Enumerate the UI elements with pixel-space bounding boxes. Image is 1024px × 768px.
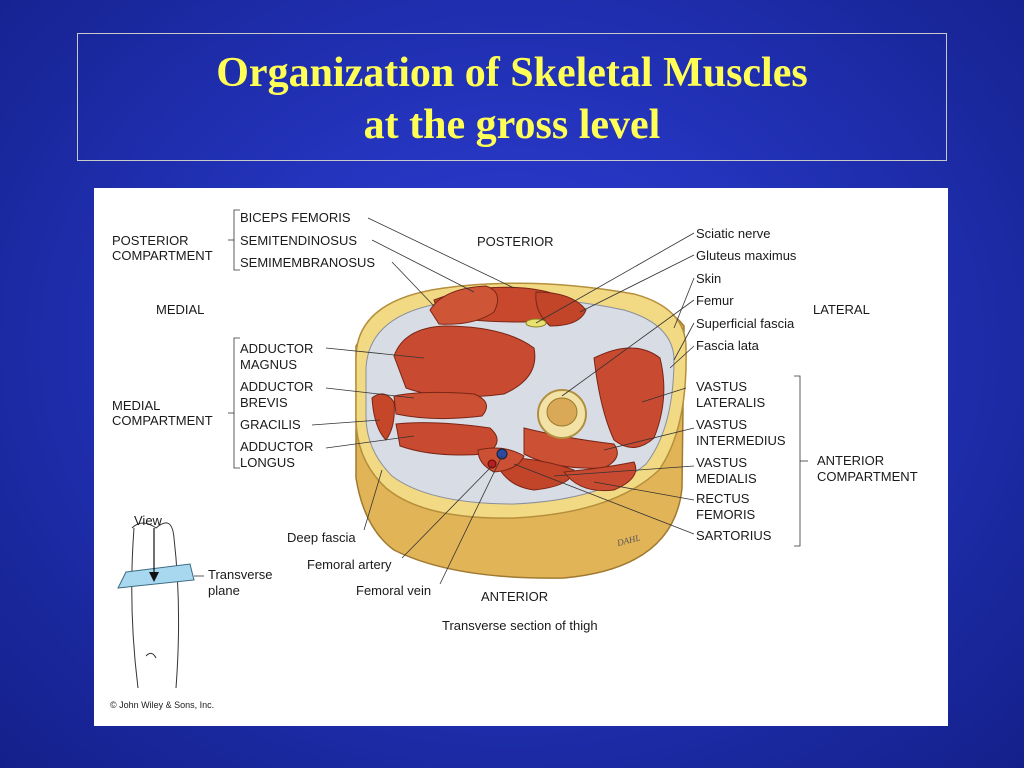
adductor-magnus-label-2: MAGNUS	[240, 357, 297, 372]
gluteus-maximus-label: Gluteus maximus	[696, 248, 797, 263]
sciatic-nerve-label: Sciatic nerve	[696, 226, 770, 241]
right-side-labels: Sciatic nerve Gluteus maximus Skin Femur…	[696, 226, 797, 353]
vastus-medialis-label-2: MEDIALIS	[696, 471, 757, 486]
vastus-lateralis-label-1: VASTUS	[696, 379, 747, 394]
posterior-compartment-label-2: COMPARTMENT	[112, 248, 213, 263]
anterior-compartment-label-1: ANTERIOR	[817, 453, 884, 468]
view-label: View	[134, 513, 163, 528]
femur-label: Femur	[696, 293, 734, 308]
medial-compartment-label-2: COMPARTMENT	[112, 413, 213, 428]
superficial-fascia-label: Superficial fascia	[696, 316, 795, 331]
inset-labels: View Transverse plane	[134, 513, 273, 598]
anterior-compartment-label-2: COMPARTMENT	[817, 469, 918, 484]
femoral-artery-shape	[487, 459, 497, 469]
femur-marrow	[546, 397, 578, 427]
anterior-orientation-label: ANTERIOR	[481, 589, 548, 604]
medial-compartment-labels: MEDIAL COMPARTMENT ADDUCTOR MAGNUS ADDUC…	[112, 341, 313, 470]
vastus-lateralis-label-2: LATERALIS	[696, 395, 765, 410]
adductor-brevis-label-2: BREVIS	[240, 395, 288, 410]
gracilis-label: GRACILIS	[240, 417, 301, 432]
transverse-plane-label-2: plane	[208, 583, 240, 598]
anterior-compartment-labels: VASTUS LATERALIS VASTUS INTERMEDIUS VAST…	[696, 379, 918, 543]
semimembranosus-label: SEMIMEMBRANOSUS	[240, 255, 375, 270]
copyright-notice: © John Wiley & Sons, Inc.	[110, 700, 214, 710]
vastus-intermedius-label-1: VASTUS	[696, 417, 747, 432]
cross-section-artwork: DAHL	[355, 282, 687, 579]
lateral-orientation-label: LATERAL	[813, 302, 870, 317]
biceps-femoris-label: BICEPS FEMORIS	[240, 210, 351, 225]
adductor-longus-muscle	[395, 422, 498, 456]
gracilis-muscle	[371, 393, 395, 441]
vastus-intermedius-label-2: INTERMEDIUS	[696, 433, 786, 448]
semitendinosus-label: SEMITENDINOSUS	[240, 233, 357, 248]
adductor-longus-label-2: LONGUS	[240, 455, 295, 470]
title-box: Organization of Skeletal Muscles at the …	[77, 33, 947, 161]
medial-orientation-label: MEDIAL	[156, 302, 204, 317]
leg-outline	[131, 522, 180, 689]
title-line-1: Organization of Skeletal Muscles	[216, 50, 808, 96]
adductor-brevis-label-1: ADDUCTOR	[240, 379, 313, 394]
vastus-medialis-label-1: VASTUS	[696, 455, 747, 470]
femoral-vein-shape	[496, 448, 508, 460]
deep-fascia-label: Deep fascia	[287, 530, 356, 545]
thigh-cross-section-figure: DAHL	[94, 188, 948, 726]
view-arrowhead-icon	[149, 572, 159, 582]
rectus-femoris-muscle	[563, 461, 637, 492]
adductor-brevis-muscle	[393, 391, 487, 420]
fascia-lata-label: Fascia lata	[696, 338, 760, 353]
knee-mark	[145, 652, 157, 659]
femoral-vein-label: Femoral vein	[356, 583, 431, 598]
adductor-longus-label-1: ADDUCTOR	[240, 439, 313, 454]
title-line-2: at the gross level	[363, 102, 661, 148]
thigh-cross-section-diagram: DAHL	[110, 209, 918, 710]
inset-leg-sketch	[117, 522, 204, 689]
bottom-labels: Deep fascia Femoral artery Femoral vein	[287, 530, 431, 598]
semitendinosus-muscle	[429, 285, 499, 325]
rectus-femoris-label-1: RECTUS	[696, 491, 750, 506]
rectus-femoris-label-2: FEMORIS	[696, 507, 756, 522]
femoral-artery-label: Femoral artery	[307, 557, 392, 572]
posterior-compartment-label-1: POSTERIOR	[112, 233, 189, 248]
figure-caption: Transverse section of thigh	[442, 618, 598, 633]
posterior-compartment-labels: POSTERIOR COMPARTMENT BICEPS FEMORIS SEM…	[112, 210, 375, 270]
leader-lines	[228, 209, 808, 585]
transverse-plane-label-1: Transverse	[208, 567, 273, 582]
skin-label: Skin	[696, 271, 721, 286]
adductor-magnus-label-1: ADDUCTOR	[240, 341, 313, 356]
posterior-orientation-label: POSTERIOR	[477, 234, 554, 249]
medial-compartment-label-1: MEDIAL	[112, 398, 160, 413]
adductor-magnus-muscle	[393, 325, 536, 398]
sartorius-label: SARTORIUS	[696, 528, 772, 543]
